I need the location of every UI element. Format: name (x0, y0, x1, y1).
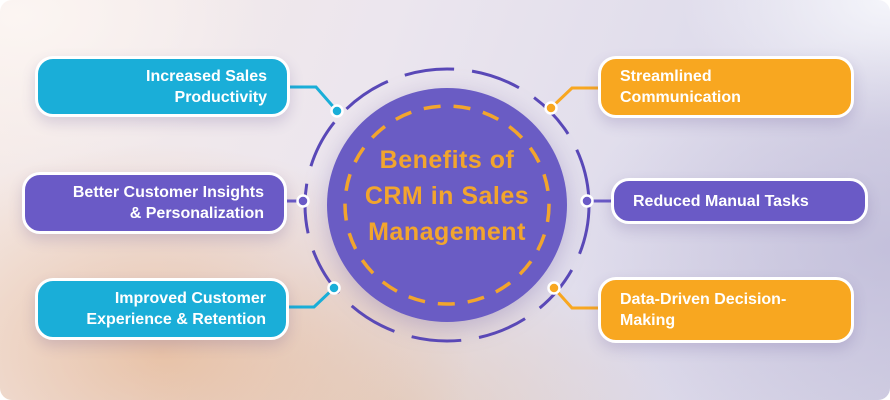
benefit-label-line: Reduced Manual Tasks (633, 192, 809, 210)
benefit-box-better-customer-insights: Better Customer Insights & Personalizati… (22, 172, 287, 234)
center-circle (327, 88, 567, 322)
benefit-box-streamlined-communication: Streamlined Communication (598, 56, 854, 118)
connector-line-top-left (290, 85, 339, 112)
benefit-box-improved-customer-experience: Improved Customer Experience & Retention (35, 278, 289, 340)
benefit-label-line: Data-Driven Decision- (620, 291, 787, 308)
connector-dot-bottom-left (327, 281, 341, 295)
benefit-label-line: Increased Sales (146, 67, 267, 85)
connector-line-top-right (549, 86, 598, 110)
connector-line-bottom-right (552, 286, 598, 310)
connector-dot-top-left (330, 104, 344, 118)
benefit-label-line: Productivity (174, 88, 267, 106)
benefit-box-reduced-manual-tasks: Reduced Manual Tasks (611, 178, 868, 224)
connector-dot-middle-right (580, 194, 594, 208)
benefit-label-line: Improved Customer (114, 290, 266, 307)
title-line-1: Benefits of (380, 146, 515, 174)
benefit-box-increased-sales-productivity: Increased Sales Productivity (35, 56, 290, 117)
benefit-label-line: & Personalization (129, 205, 264, 222)
benefit-label-line: Better Customer Insights (72, 184, 264, 201)
title-line-3: Management (368, 218, 526, 246)
benefit-label-line: Streamlined (620, 68, 712, 85)
inner-dashed-ring (343, 104, 551, 306)
benefit-label-line: Communication (620, 89, 741, 106)
connector-dot-middle-left (296, 194, 310, 208)
connector-dot-bottom-right (547, 281, 561, 295)
benefit-label-line: Experience & Retention (86, 311, 266, 328)
benefit-box-data-driven-decision-making: Data-Driven Decision- Making (598, 277, 854, 343)
benefit-label-line: Making (620, 312, 676, 329)
connector-line-bottom-left (289, 286, 336, 309)
connector-dot-top-right (544, 101, 558, 115)
title-line-2: CRM in Sales (365, 182, 529, 210)
